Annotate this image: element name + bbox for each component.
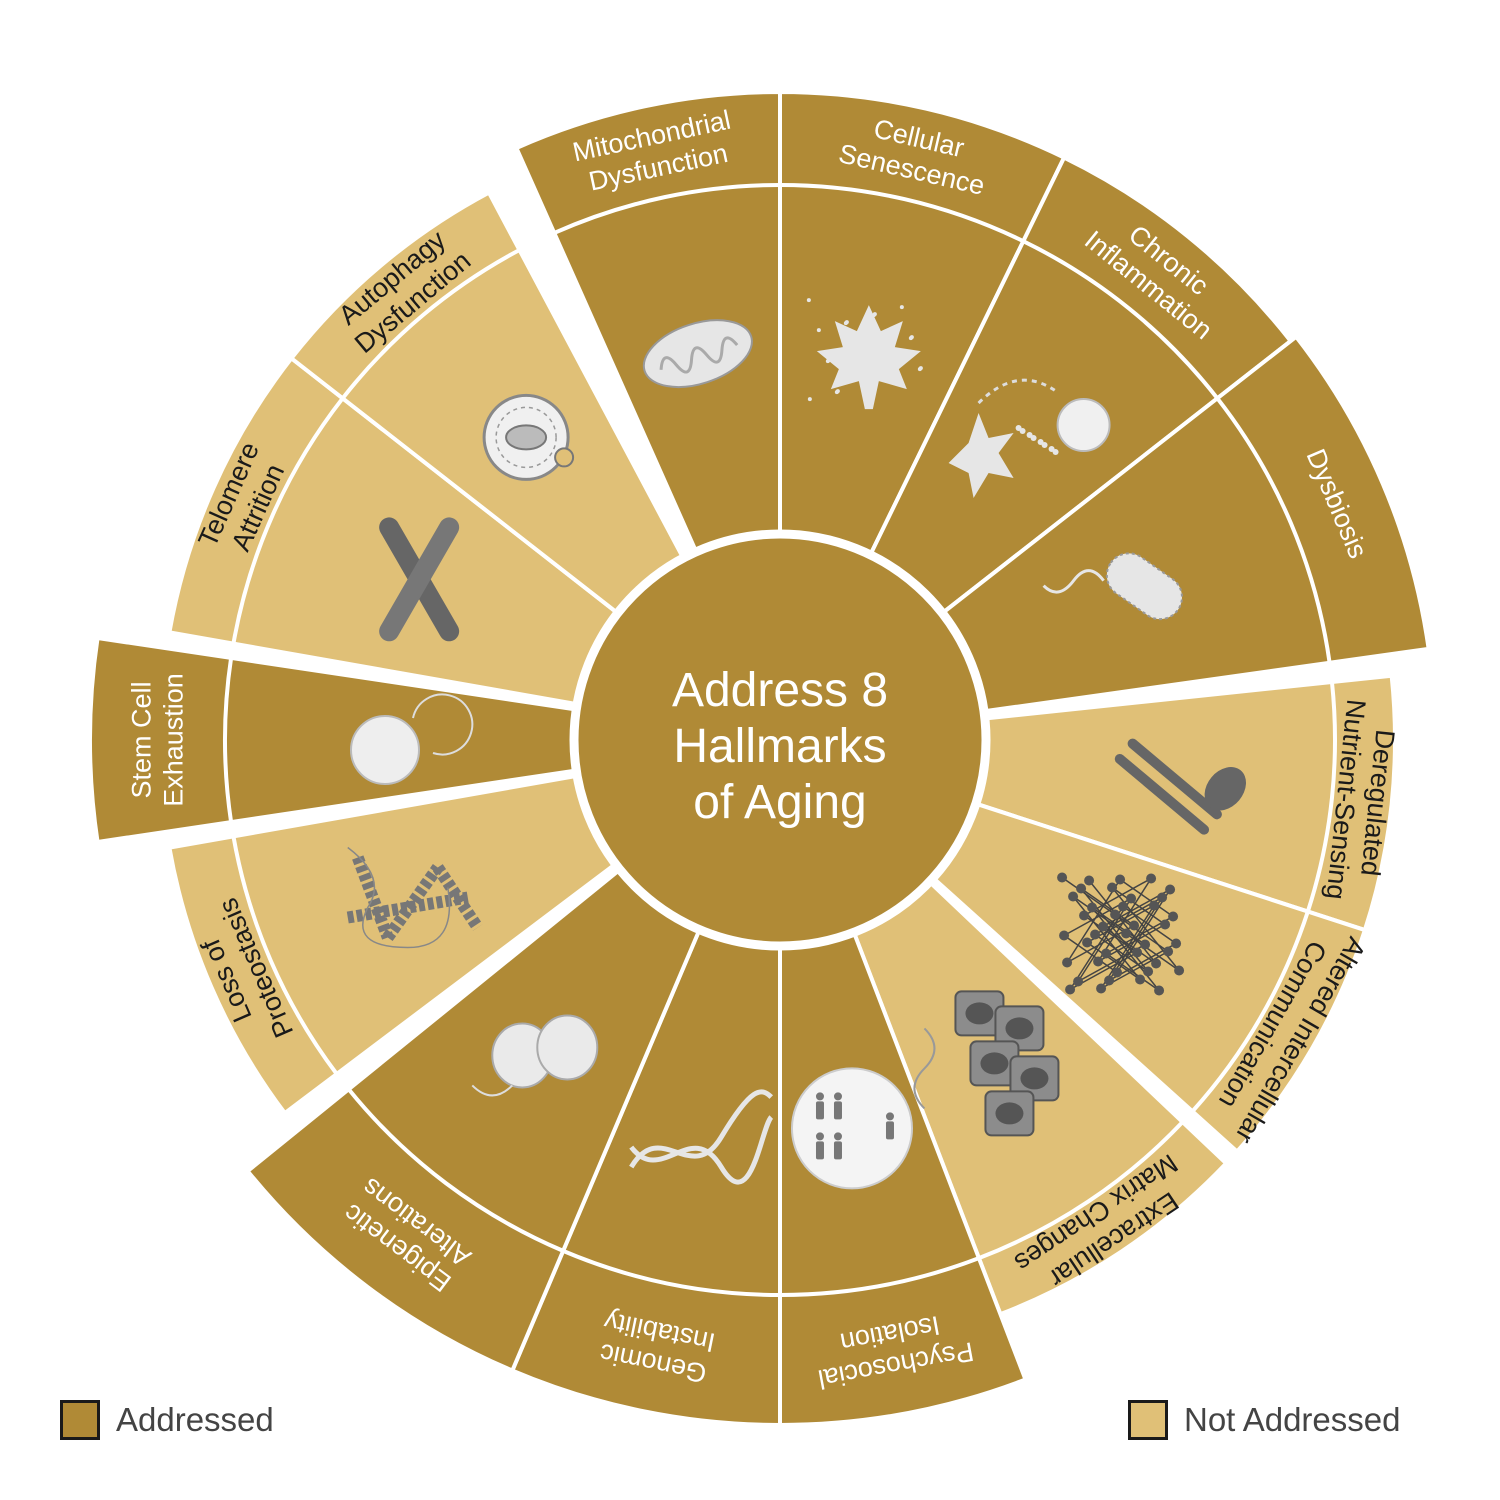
protein-icon	[346, 846, 483, 949]
band-divider	[223, 657, 234, 823]
band-divider	[1022, 239, 1219, 400]
center-title-line-3: of Aging	[693, 776, 866, 829]
label-line: Exhaustion	[159, 673, 189, 807]
legend-not-addressed: Not Addressed	[1128, 1400, 1400, 1440]
band-divider	[231, 397, 345, 644]
mitochondria-icon	[642, 319, 753, 389]
center-hub: Address 8 Hallmarks of Aging	[569, 529, 991, 951]
dna-helix-icon	[629, 1089, 774, 1185]
center-title-line-1: Address 8	[672, 664, 888, 717]
legend-not-addressed-swatch	[1128, 1400, 1168, 1440]
tissue-cells-icon	[913, 990, 1060, 1137]
legend-addressed: Addressed	[60, 1400, 274, 1440]
icons-layer	[346, 298, 1246, 1190]
chromosome-icon	[379, 517, 460, 642]
band-divider	[1190, 910, 1310, 1113]
band-divider	[347, 1088, 564, 1253]
autophagosome-icon	[482, 393, 575, 481]
nucleosome-icon	[471, 1014, 599, 1097]
maple-leaf-icon	[806, 298, 923, 410]
inflammation-cells-icon	[948, 378, 1111, 499]
band-divider	[779, 1256, 980, 1297]
legend-addressed-label: Addressed	[116, 1401, 274, 1438]
band-divider	[231, 836, 339, 1076]
label-line: Stem Cell	[127, 681, 157, 798]
isolated-people-icon	[790, 1067, 913, 1190]
band-divider	[562, 1249, 781, 1297]
stem-cell-icon	[350, 693, 474, 785]
legend-addressed-swatch	[60, 1400, 100, 1440]
band-divider	[978, 1120, 1185, 1261]
band-divider	[779, 183, 1025, 243]
band-divider	[1305, 681, 1338, 913]
dividers-layer	[223, 183, 1338, 1297]
center-title-line-2: Hallmarks	[673, 720, 886, 773]
legend-not-addressed-label: Not Addressed	[1184, 1401, 1401, 1438]
center-circle	[569, 529, 991, 951]
band-divider	[553, 183, 781, 235]
band-divider	[1215, 397, 1332, 664]
network-icon	[1057, 872, 1185, 996]
band-divider	[341, 248, 521, 400]
cutlery-icon	[1114, 738, 1246, 835]
